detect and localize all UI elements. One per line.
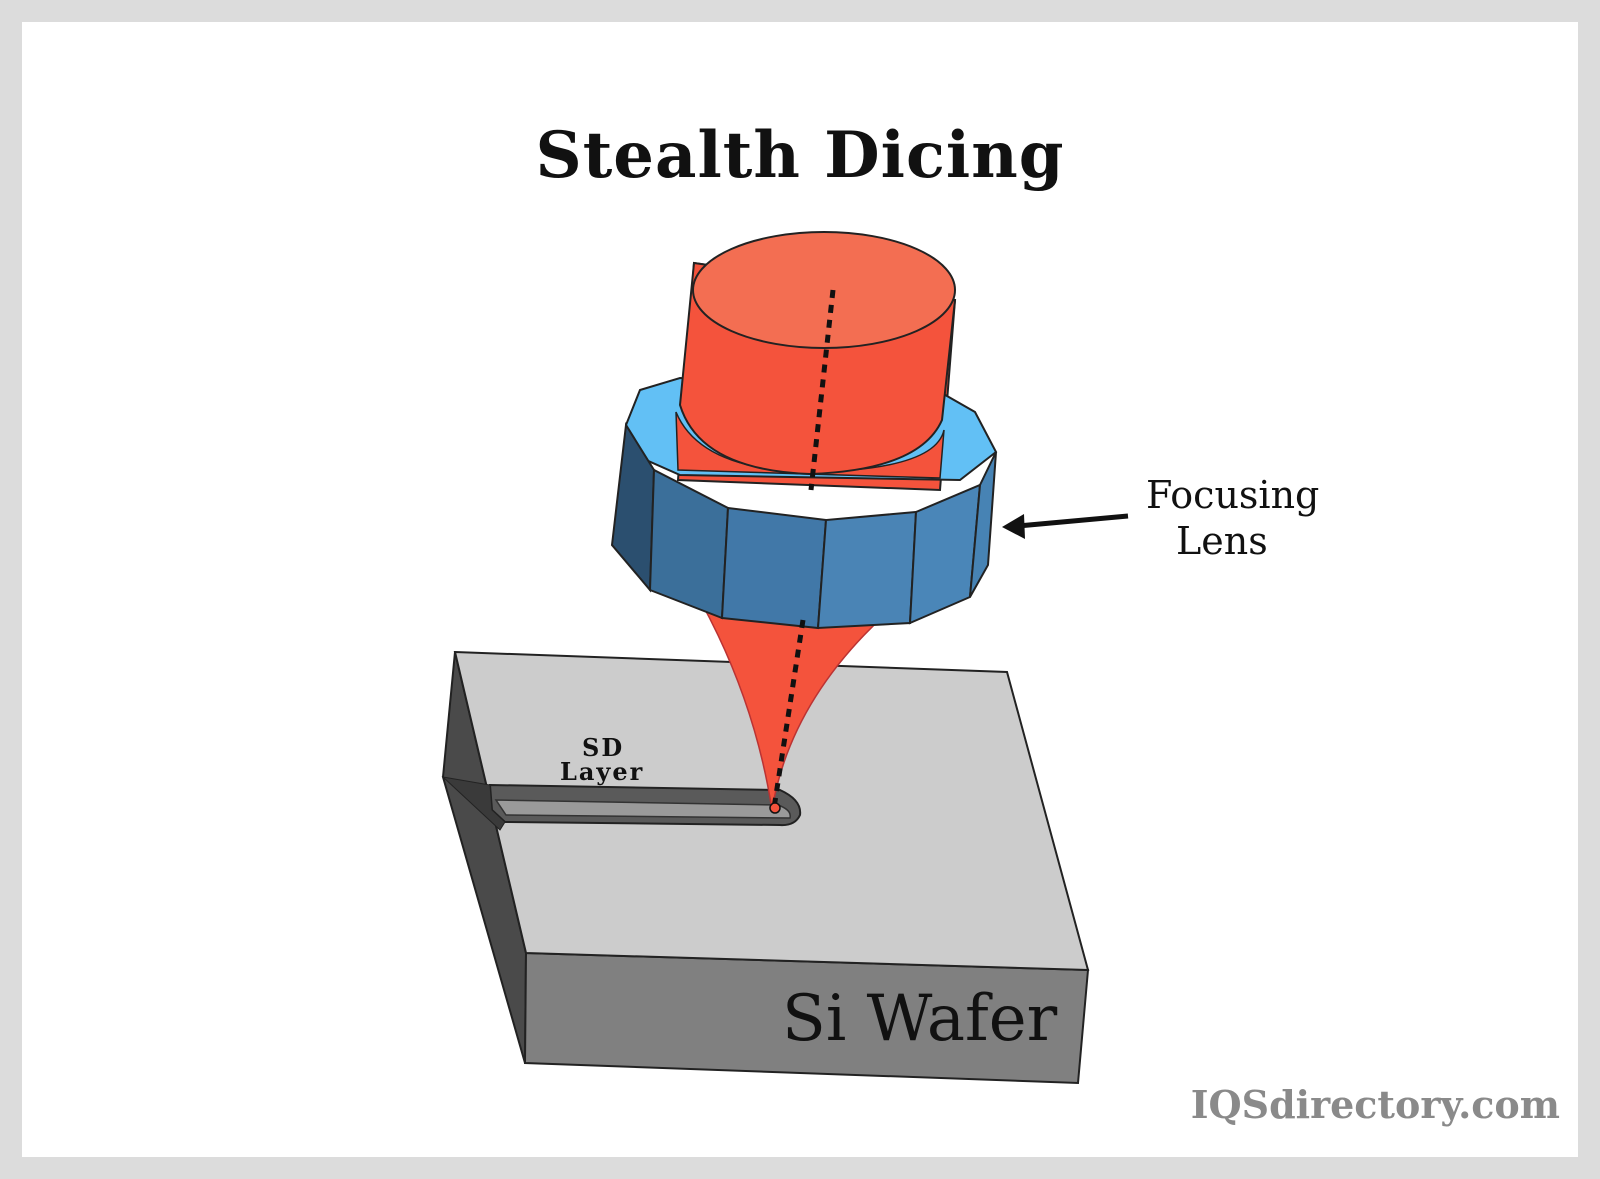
si-wafer-label: Si Wafer <box>782 982 1058 1056</box>
focal-point <box>769 802 781 814</box>
diagram-title: Stealth Dicing <box>535 118 1065 193</box>
beam-axis-lower <box>771 619 806 809</box>
laser-cylinder-top <box>692 231 956 349</box>
beam-axis-upper <box>808 289 836 491</box>
arrow-left-icon <box>1002 513 1129 539</box>
sd-layer-label-line2: Layer <box>560 757 644 786</box>
sd-layer-label-line1: SD <box>582 733 624 762</box>
focusing-lens <box>610 231 998 630</box>
focusing-lens-label-line2: Lens <box>1176 519 1268 563</box>
watermark-text: IQSdirectory.com <box>1190 1082 1560 1127</box>
focusing-lens-label-line1: Focusing <box>1146 473 1319 517</box>
